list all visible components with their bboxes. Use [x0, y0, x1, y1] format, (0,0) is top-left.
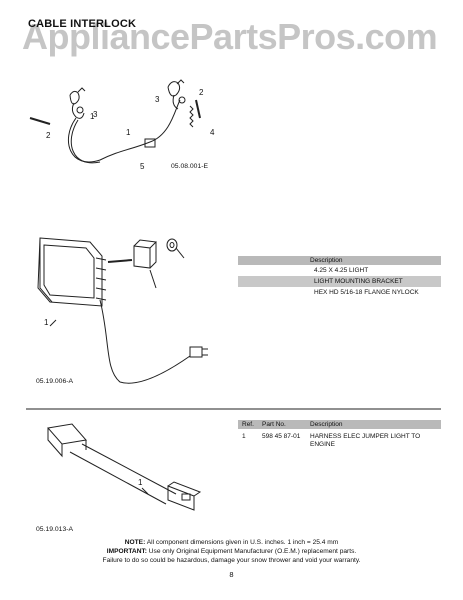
row-ref: 1: [242, 433, 246, 440]
warning-line: Failure to do so could be hazardous, dam…: [102, 557, 361, 564]
footer-notes: NOTE: All component dimensions given in …: [0, 538, 463, 565]
diagram2-id: 05.19.006-A: [36, 378, 74, 385]
row-part-no: 598 45 87-01: [262, 433, 301, 440]
light-table-header: Description: [238, 256, 441, 265]
light-parts-table: Description 4.25 X 4.25 LIGHT LIGHT MOUN…: [238, 256, 441, 298]
table-row: LIGHT MOUNTING BRACKET: [238, 276, 441, 287]
callout-4: 4: [210, 128, 215, 137]
table-row: 4.25 X 4.25 LIGHT: [314, 267, 369, 274]
callout-3-left: 3: [93, 110, 98, 119]
col-description: Description: [310, 421, 343, 428]
harness-callout-1: 1: [138, 478, 143, 487]
harness-table-header: Ref. Part No. Description: [238, 420, 441, 429]
important-line: IMPORTANT: Use only Original Equipment M…: [106, 548, 357, 555]
col-part-no: Part No.: [262, 421, 286, 428]
harness-drawing: [47, 423, 202, 511]
table-row: 1 598 45 87-01 HARNESS ELEC JUMPER LIGHT…: [238, 429, 441, 455]
diagram3-id: 05.19.013-A: [36, 526, 74, 533]
col-ref: Ref.: [242, 421, 254, 428]
row-description: HARNESS ELEC JUMPER LIGHT TO ENGINE: [310, 433, 421, 448]
callout-1: 1: [90, 112, 95, 121]
watermark: AppliancePartsPros.com: [22, 16, 438, 57]
diagram1-id: 05.08.001-E: [171, 163, 209, 170]
cable-interlock-drawing: [29, 79, 201, 164]
callout-5: 5: [140, 162, 145, 171]
callout-1b: 1: [126, 128, 131, 137]
note-line: NOTE: All component dimensions given in …: [124, 539, 339, 546]
table-row: HEX HD 5/16-18 FLANGE NYLOCK: [314, 289, 419, 296]
light-drawing: [37, 237, 208, 384]
section-title: CABLE INTERLOCK: [28, 18, 137, 30]
harness-parts-table: Ref. Part No. Description 1 598 45 87-01…: [238, 420, 441, 455]
callout-3-right: 3: [155, 95, 160, 104]
light-callout-1: 1: [44, 318, 49, 327]
callout-2-right: 2: [199, 88, 204, 97]
callout-2-left: 2: [46, 131, 51, 140]
page-number: 8: [229, 570, 234, 579]
